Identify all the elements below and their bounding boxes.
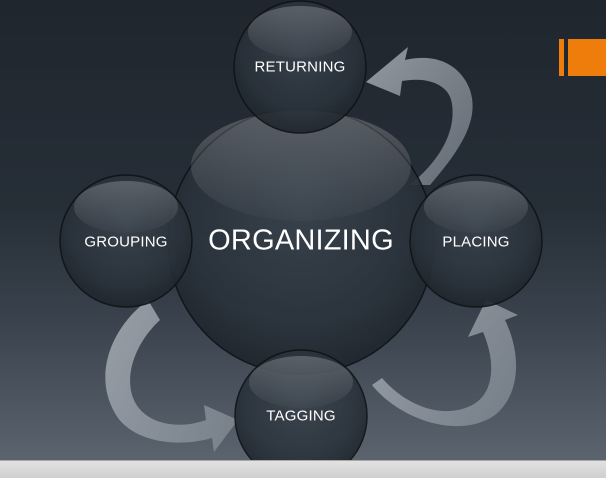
node-label-grouping: GROUPING — [84, 233, 168, 251]
arrow-tagging-to-placing — [372, 300, 518, 427]
node-label-returning: RETURNING — [254, 58, 346, 76]
accent-bar-thin — [559, 39, 564, 76]
slide-canvas: RETURNING GROUPING PLACING TAGGING ORGAN… — [0, 0, 606, 460]
arrow-placing-to-returning — [366, 47, 473, 185]
center-label-organizing: ORGANIZING — [208, 224, 394, 257]
bottom-status-bar — [0, 460, 606, 478]
accent-bar-thick — [568, 39, 606, 76]
cycle-diagram — [59, 0, 543, 460]
arrow-grouping-to-tagging — [105, 300, 238, 452]
node-label-placing: PLACING — [442, 233, 510, 251]
node-label-tagging: TAGGING — [266, 407, 336, 425]
